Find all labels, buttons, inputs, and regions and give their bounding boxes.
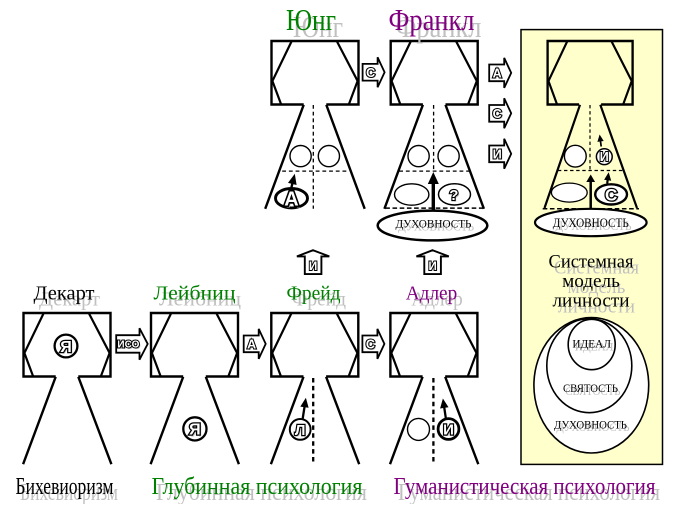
svg-text:Адлер: Адлер	[411, 289, 463, 311]
svg-text:С: С	[367, 67, 376, 81]
svg-text:Глубинная психология: Глубинная психология	[152, 473, 363, 500]
svg-text:ДУХОВНОСТЬ: ДУХОВНОСТЬ	[553, 216, 629, 230]
svg-text:ИДЕАЛ: ИДЕАЛ	[575, 341, 614, 353]
svg-text:Фрейд: Фрейд	[292, 289, 346, 311]
svg-text:Фрейд: Фрейд	[287, 283, 341, 305]
svg-text:модель: модель	[568, 277, 626, 298]
svg-text:А: А	[493, 66, 502, 80]
svg-text:С: С	[366, 66, 375, 80]
svg-text:Гуманистическая психология: Гуманистическая психология	[394, 473, 656, 500]
svg-text:ДУХОВНОСТЬ: ДУХОВНОСТЬ	[555, 219, 631, 233]
svg-text:С: С	[606, 187, 618, 206]
svg-text:Глубинная психология: Глубинная психология	[156, 479, 367, 504]
svg-text:С: С	[494, 108, 503, 122]
svg-text:С: С	[605, 186, 617, 205]
svg-text:ДУХОВНОСТЬ: ДУХОВНОСТЬ	[396, 217, 472, 231]
svg-text:ДУХОВНОСТЬ: ДУХОВНОСТЬ	[554, 417, 627, 431]
svg-text:Я: Я	[60, 339, 72, 356]
svg-text:И: И	[494, 149, 503, 163]
svg-text:И: И	[493, 147, 502, 161]
svg-text:И: И	[601, 151, 610, 165]
svg-text:Я: Я	[191, 423, 203, 440]
svg-text:А: А	[284, 189, 298, 211]
svg-text:С: С	[367, 339, 376, 353]
svg-text:И: И	[428, 261, 436, 273]
svg-text:ДУХОВНОСТЬ: ДУХОВНОСТЬ	[398, 220, 474, 234]
svg-text:Декарт: Декарт	[33, 283, 94, 305]
svg-text:И: И	[309, 261, 317, 273]
svg-text:СВЯТОСТЬ: СВЯТОСТЬ	[563, 381, 618, 395]
svg-text:модель: модель	[562, 271, 620, 292]
svg-text:Л: Л	[295, 422, 306, 439]
svg-text:А: А	[249, 339, 258, 353]
svg-text:А: А	[286, 190, 300, 212]
svg-text:Декарт: Декарт	[39, 289, 100, 311]
svg-text:Системная: Системная	[554, 257, 639, 278]
svg-text:?: ?	[449, 187, 458, 204]
svg-text:Лейбниц: Лейбниц	[154, 283, 236, 305]
svg-text:И: И	[443, 422, 454, 439]
svg-text:ИДЕАЛ: ИДЕАЛ	[572, 339, 611, 351]
svg-text:И: И	[310, 262, 318, 274]
svg-text:А: А	[494, 68, 503, 82]
svg-text:СВЯТОСТЬ: СВЯТОСТЬ	[565, 384, 620, 398]
svg-text:Адлер: Адлер	[406, 283, 458, 305]
svg-text:И: И	[600, 150, 609, 164]
svg-text:Лейбниц: Лейбниц	[159, 289, 241, 311]
svg-text:С: С	[366, 337, 375, 351]
svg-text:Юнг: Юнг	[293, 10, 343, 44]
svg-text:Я: Я	[189, 422, 201, 439]
svg-text:Я: Я	[62, 340, 74, 357]
svg-text:И: И	[430, 262, 438, 274]
svg-text:Л: Л	[297, 423, 308, 440]
svg-text:личности: личности	[552, 290, 629, 311]
svg-text:Юнг: Юнг	[286, 3, 336, 37]
svg-text:И: И	[445, 423, 456, 440]
svg-text:ИСО: ИСО	[119, 341, 141, 352]
svg-text:Гуманистическая психология: Гуманистическая психология	[398, 479, 660, 504]
svg-text:Бихевиоризм: Бихевиоризм	[16, 473, 114, 500]
svg-text:Франкл: Франкл	[389, 3, 475, 37]
svg-text:ИСО: ИСО	[117, 340, 139, 351]
svg-text:Системная: Системная	[549, 251, 634, 272]
svg-text:Бихевиоризм: Бихевиоризм	[20, 479, 118, 504]
svg-text:?: ?	[451, 188, 460, 205]
svg-text:Франкл: Франкл	[396, 10, 482, 44]
svg-text:личности: личности	[558, 296, 635, 317]
svg-text:С: С	[493, 107, 502, 121]
svg-text:А: А	[247, 337, 256, 351]
svg-text:ДУХОВНОСТЬ: ДУХОВНОСТЬ	[556, 420, 629, 434]
